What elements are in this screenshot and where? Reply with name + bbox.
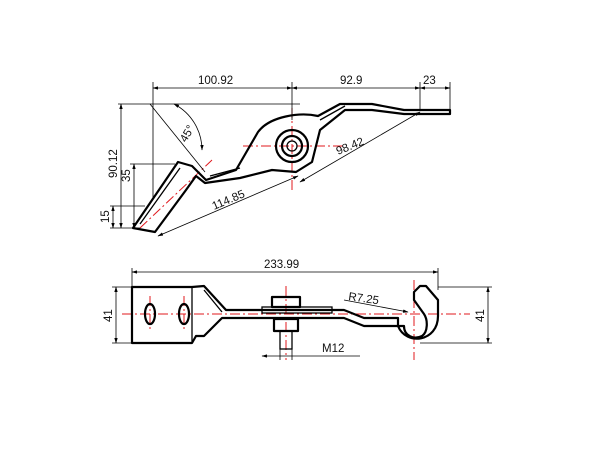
dim-line-radius-arm bbox=[299, 111, 421, 183]
dim-overall-mid: 92.9 bbox=[340, 75, 362, 87]
top-view: 100.92 92.9 23 90.12 35 15 45° 114.85 98… bbox=[100, 75, 452, 237]
dim-radius-arm: 98.42 bbox=[335, 136, 366, 158]
bolt-washer bbox=[261, 306, 333, 314]
dim-arc-angle bbox=[173, 103, 204, 151]
bracket-plate-outline bbox=[130, 284, 440, 345]
mounting-slot-1 bbox=[143, 302, 157, 326]
dim-tip: 23 bbox=[423, 75, 436, 87]
dim-overall-left: 100.92 bbox=[198, 75, 233, 87]
dim-height-total: 90.12 bbox=[108, 149, 120, 178]
front-view: 233.99 41 41 R7.25 M12 bbox=[103, 259, 492, 360]
lever-arm-outline bbox=[131, 102, 452, 234]
dim-right-height: 41 bbox=[475, 309, 487, 322]
mounting-slot-2 bbox=[177, 302, 191, 326]
dim-angle: 45° bbox=[178, 123, 197, 144]
pivot-hole bbox=[286, 140, 298, 152]
bolt-shank bbox=[279, 330, 293, 350]
dim-line-arm-length bbox=[157, 175, 299, 237]
dim-thread: M12 bbox=[322, 343, 344, 355]
dim-15: 15 bbox=[100, 210, 112, 223]
lever-arm-inner-edge bbox=[139, 105, 346, 225]
bracket-fold-line-2 bbox=[203, 289, 223, 313]
dim-line-hook-radius bbox=[343, 299, 409, 313]
dim-35: 35 bbox=[121, 169, 133, 182]
dim-overall-length: 233.99 bbox=[264, 259, 299, 271]
dim-left-height: 41 bbox=[103, 309, 115, 322]
dim-arm-length: 114.85 bbox=[210, 188, 246, 212]
dim-hook-radius: R7.25 bbox=[348, 291, 380, 307]
